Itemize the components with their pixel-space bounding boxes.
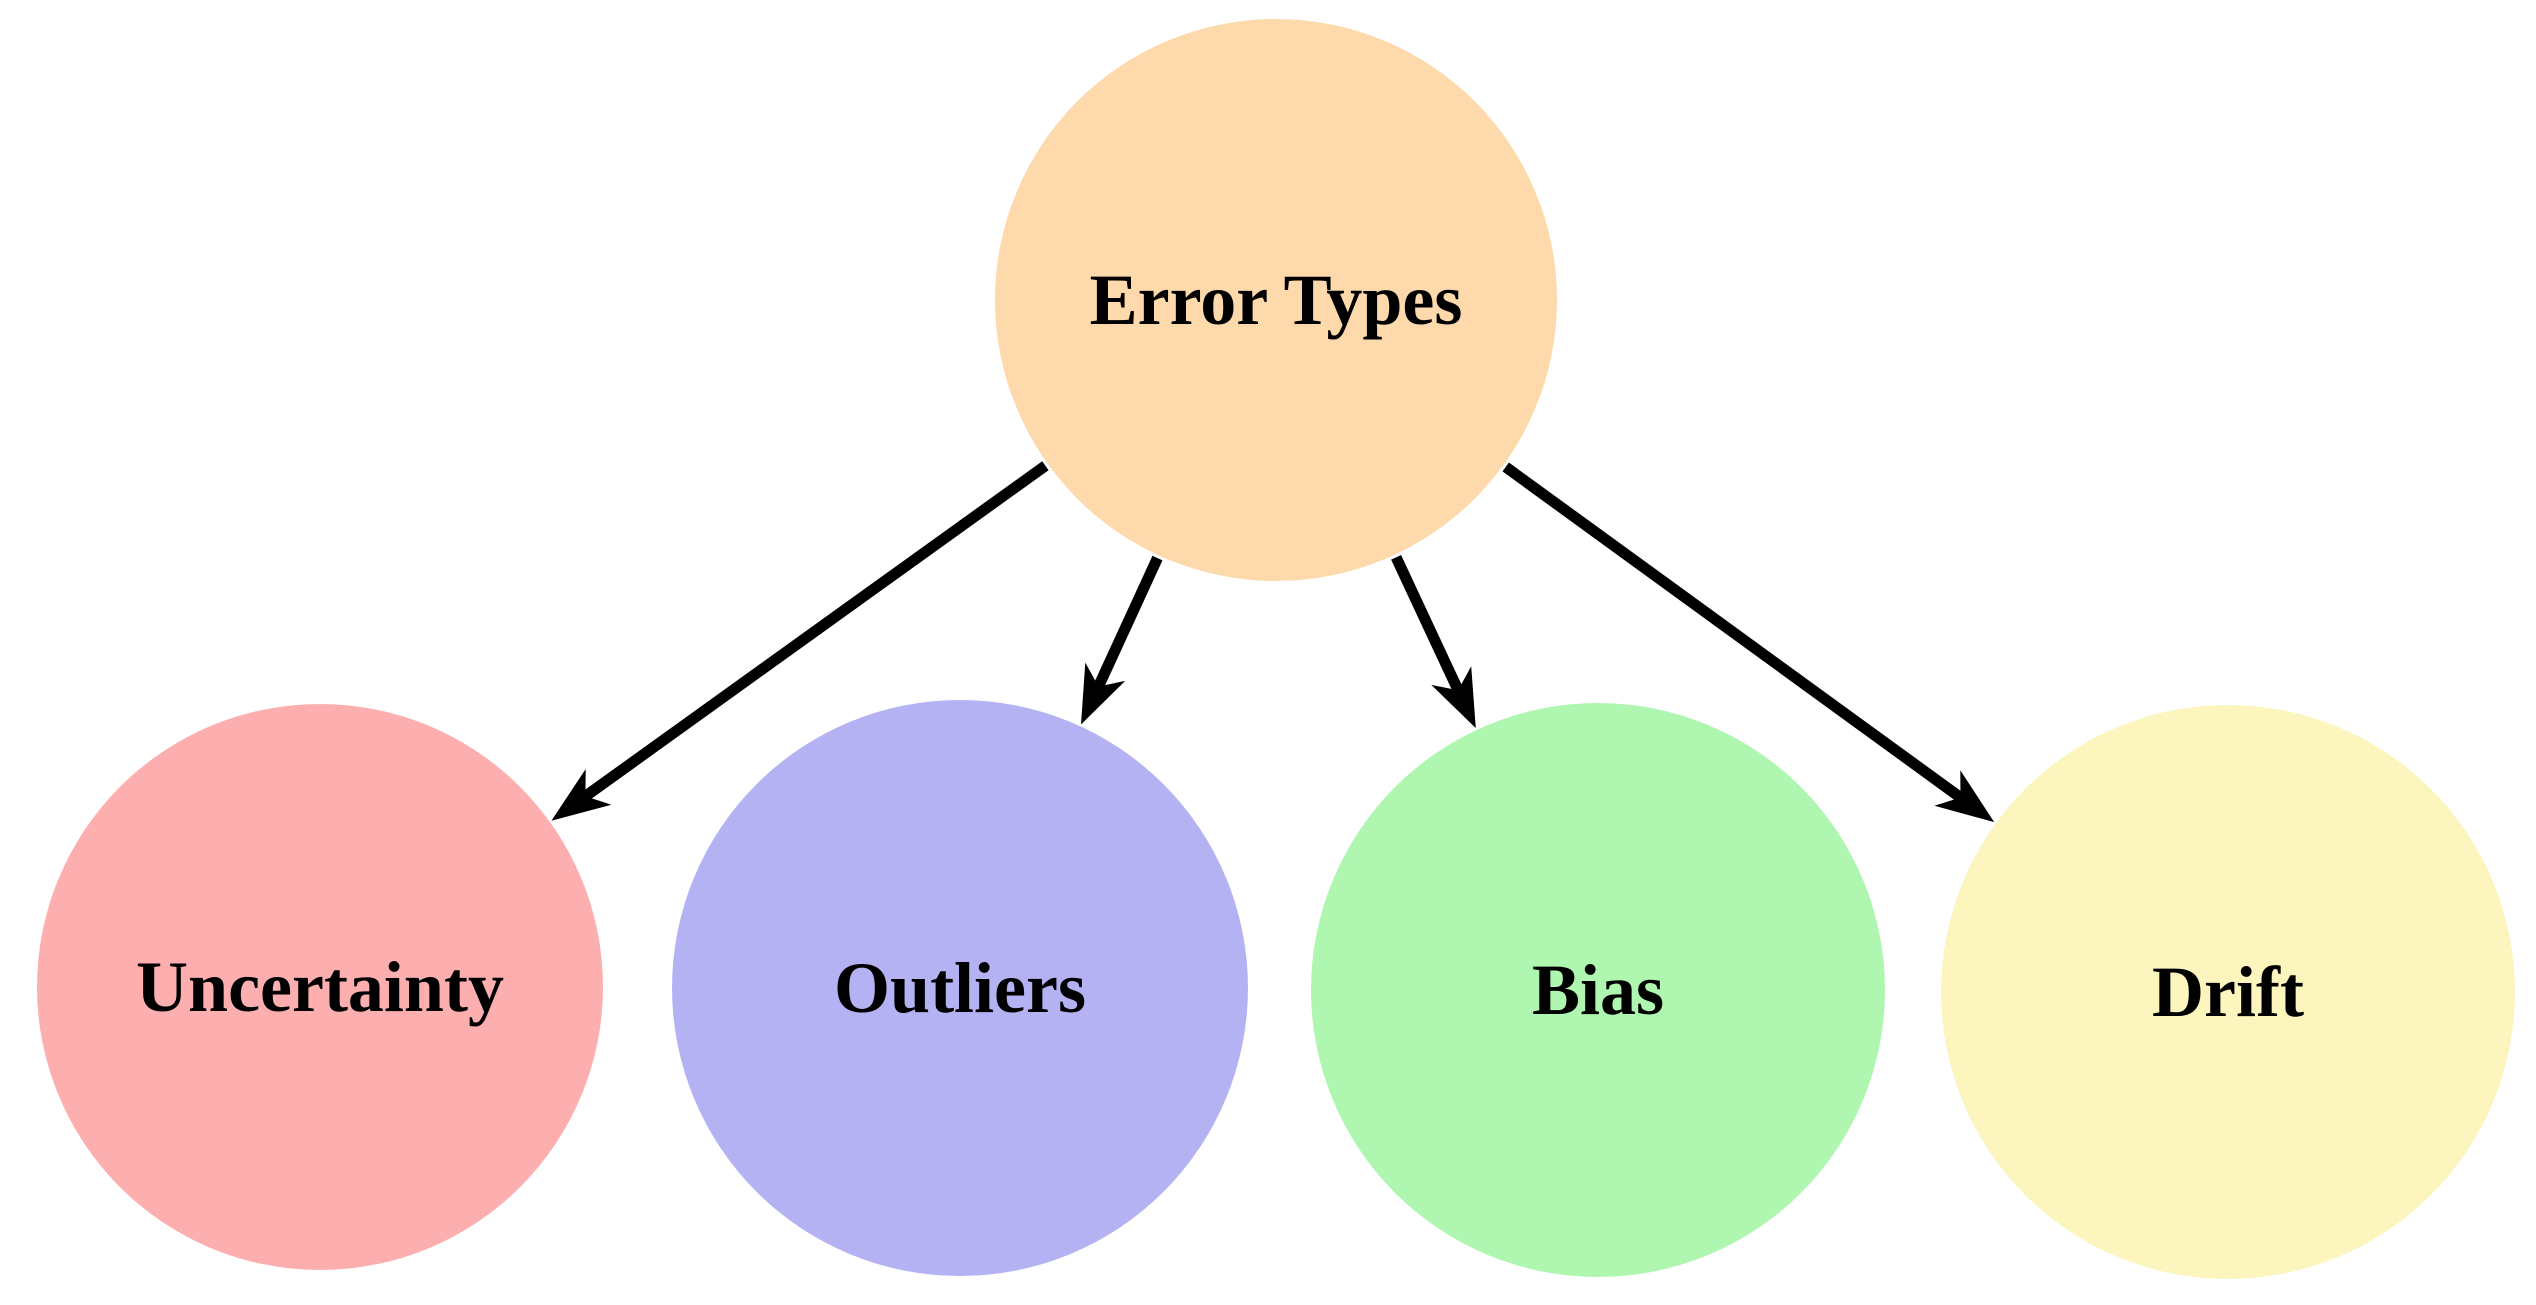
edge-error-types-outliers: [1090, 555, 1163, 696]
node-bias: Bias: [1311, 703, 1885, 1277]
bias-label: Bias: [1532, 950, 1664, 1030]
drift-label: Drift: [2152, 952, 2304, 1032]
node-outliers: Outliers: [672, 700, 1248, 1276]
edge-error-types-bias: [1391, 555, 1467, 699]
node-drift: Drift: [1941, 705, 2515, 1279]
arrowhead-icon: [1081, 662, 1126, 725]
arrowhead-icon: [1431, 666, 1476, 729]
nodes-layer: Error Types Uncertainty Outliers Bias Dr…: [37, 19, 2515, 1279]
arrowhead-icon: [551, 769, 612, 821]
node-uncertainty: Uncertainty: [37, 704, 603, 1270]
outliers-label: Outliers: [834, 948, 1086, 1028]
error-types-label: Error Types: [1090, 260, 1463, 340]
arrowhead-icon: [1934, 770, 1995, 823]
node-error-types: Error Types: [995, 19, 1557, 581]
outliers-circle: [672, 700, 1248, 1276]
edge-error-types-uncertainty: [576, 461, 1049, 805]
drift-circle: [1941, 705, 2515, 1279]
uncertainty-circle: [37, 704, 603, 1270]
edge-error-types-drift: [1502, 462, 1970, 807]
bias-circle: [1311, 703, 1885, 1277]
uncertainty-label: Uncertainty: [136, 947, 504, 1027]
error-types-circle: [995, 19, 1557, 581]
edges-layer: [551, 461, 1995, 823]
